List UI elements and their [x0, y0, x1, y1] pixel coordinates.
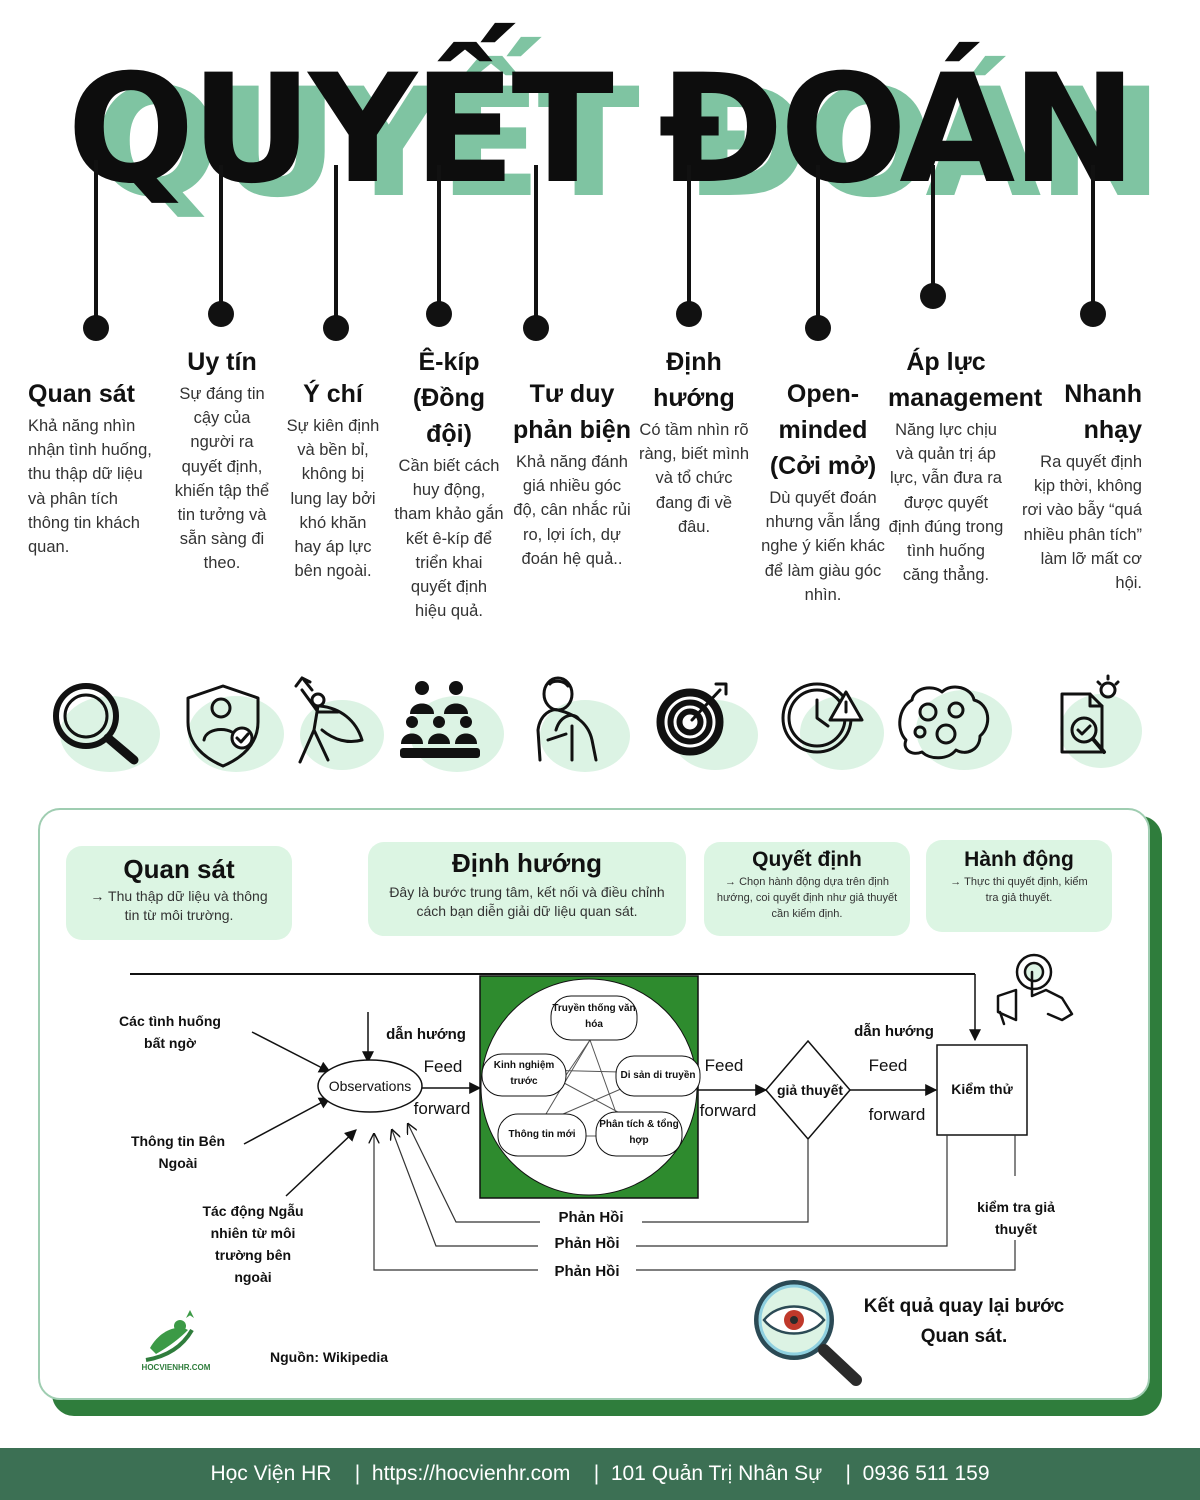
title-stems [83, 160, 1106, 341]
feed-label-2: Feed [704, 1056, 744, 1075]
step-text: → Chọn hành động dựa trên định hướng, co… [716, 876, 898, 920]
trait-open-minded: Open-minded (Cởi mở) Dù quyết đoán nhưng… [760, 376, 886, 607]
orient-node-tradition: Truyền thống văn hóa [552, 1003, 636, 1030]
footer-phone[interactable]: 0936 511 159 [862, 1462, 990, 1485]
step-title: Định hướng [452, 848, 602, 878]
eye-magnifier-icon [754, 1280, 862, 1386]
ooda-diagram [130, 953, 1074, 1386]
step-text: Đây là bước trung tâm, kết nối và điều c… [389, 884, 665, 919]
feed-label-1: Feed [423, 1057, 463, 1076]
step-title: Quan sát [123, 854, 235, 884]
trait-title: Nhanh nhạy [1064, 380, 1142, 444]
guidance-label-1: dẫn hướng [386, 1026, 466, 1043]
orient-node-analysis: Phân tích & tổng hợp [599, 1119, 679, 1146]
document-idea-icon [1060, 674, 1120, 754]
orient-node-new-info: Thông tin mới [508, 1129, 576, 1140]
hypothesis-label: giả thuyết [776, 1082, 844, 1098]
step-box-quyet-dinh: Quyết định → Chọn hành động dựa trên địn… [704, 842, 910, 936]
team-people-icon [400, 681, 480, 758]
footer: Học Viện HR | https://hocvienhr.com | 10… [0, 1448, 1200, 1500]
trait-desc: Khả năng nhìn nhận tình huống, thu thập … [28, 417, 152, 557]
trait-title: Ý chí [303, 380, 363, 408]
step-box-hanh-dong: Hành động → Thực thi quyết định, kiểm tr… [926, 840, 1112, 932]
trait-y-chi: Ý chí Sự kiên định và bền bỉ, không bị l… [286, 376, 380, 583]
input-random-impact: Tác động Ngẫu nhiên từ môi trường bên ng… [202, 1203, 304, 1285]
test-node [936, 1044, 1028, 1136]
feed-label-3: Feed [868, 1056, 908, 1075]
step-box-dinh-huong: Định hướng Đây là bước trung tâm, kết nố… [368, 842, 686, 936]
magnifier-icon [53, 683, 139, 765]
feedback-label-3: Phản Hồi [554, 1263, 620, 1280]
trait-title: Open-minded (Cởi mở) [769, 380, 877, 480]
trait-icons [53, 674, 1120, 768]
icon-backdrop [540, 700, 630, 772]
step-text: → Thu thập dữ liệu và thông tin từ môi t… [90, 888, 268, 923]
trait-title: Định hướng [653, 348, 735, 412]
trait-desc: Khả năng đánh giá nhiều góc độ, cân nhắc… [513, 453, 631, 568]
trait-quan-sat: Quan sát Khả năng nhìn nhận tình huống, … [28, 376, 156, 559]
observations-label: Observations [328, 1078, 412, 1094]
clock-warning-icon [781, 682, 864, 754]
orient-node-experience: Kinh nghiệm trước [493, 1060, 555, 1087]
trait-title: Uy tín [187, 348, 257, 376]
trait-tu-duy-phan-bien: Tư duy phản biện Khả năng đánh giá nhiều… [512, 376, 632, 571]
trait-nhanh-nhay: Nhanh nhạy Ra quyết định kịp thời, không… [1016, 376, 1142, 595]
test-label: Kiểm thử [951, 1081, 1013, 1097]
step-text: → Thực thi quyết định, kiểm tra giả thuy… [950, 876, 1088, 904]
brain-gears-icon [898, 685, 990, 760]
trait-dinh-huong: Định hướng Có tầm nhìn rõ ràng, biết mìn… [638, 344, 750, 539]
footer-book: 101 Quản Trị Nhân Sự [610, 1462, 823, 1485]
trait-desc: Có tầm nhìn rõ ràng, biết mình và tổ chứ… [638, 421, 750, 536]
trait-desc: Năng lực chịu và quản trị áp lực, vẫn đư… [888, 421, 1004, 585]
input-external-info: Thông tin Bên Ngoài [130, 1133, 226, 1171]
title-shadow: QUYẾT ĐOÁN [93, 57, 1163, 231]
trait-ekip: Ê-kíp (Đồng đội) Cần biết cách huy động,… [394, 344, 504, 623]
logo-icon [145, 1310, 194, 1362]
step-title: Quyết định [752, 848, 862, 871]
orient-node-heritage: Di sản di truyền [620, 1070, 696, 1081]
test-hypothesis-label: kiểm tra giả thuyết [977, 1199, 1055, 1237]
touch-megaphone-icon [996, 953, 1074, 1026]
shield-user-check-icon [186, 684, 260, 768]
input-unexpected: Các tình huống bất ngờ [119, 1013, 221, 1051]
page-title: QUYẾT ĐOÁN [67, 43, 1137, 217]
forward-label-3: forward [868, 1105, 926, 1124]
trait-desc: Sự kiên định và bền bỉ, không bị lung la… [286, 417, 380, 581]
guidance-label-2: dẫn hướng [854, 1023, 934, 1040]
footer-brand: Học Viện HR [210, 1462, 332, 1485]
target-icon [656, 682, 728, 756]
result-text: Kết quả quay lại bước Quan sát. [863, 1296, 1065, 1347]
trait-uy-tin: Uy tín Sự đáng tin cậy của người ra quyế… [170, 344, 274, 576]
trait-desc: Dù quyết đoán nhưng vẫn lắng nghe ý kiến… [761, 489, 885, 604]
trait-title: Ê-kíp (Đồng đội) [412, 348, 486, 448]
trait-desc: Sự đáng tin cậy của người ra quyết định,… [174, 385, 270, 573]
trait-title: Tư duy phản biện [512, 380, 632, 444]
source-text: Nguồn: Wikipedia [270, 1349, 389, 1365]
trait-desc: Ra quyết định kịp thời, không rơi vào bẫ… [1022, 453, 1142, 593]
forward-label-1: forward [413, 1099, 471, 1118]
step-box-quan-sat: Quan sát → Thu thập dữ liệu và thông tin… [66, 846, 292, 940]
observations-node [317, 1059, 423, 1113]
trait-title: Quan sát [28, 380, 135, 408]
footer-url[interactable]: https://hocvienhr.com [371, 1462, 571, 1485]
hero-cape-icon [294, 676, 364, 764]
title: QUYẾT ĐOÁN QUYẾT ĐOÁN [0, 30, 1200, 231]
trait-desc: Cần biết cách huy động, tham khảo gắn kế… [394, 457, 504, 621]
feedback-label-2: Phản Hồi [554, 1235, 620, 1252]
step-title: Hành động [964, 848, 1074, 871]
thinking-man-icon [536, 676, 598, 762]
feedback-label-1: Phản Hồi [558, 1209, 624, 1226]
forward-label-2: forward [699, 1101, 757, 1120]
logo-text: HOCVIENHR.COM [141, 1363, 211, 1372]
